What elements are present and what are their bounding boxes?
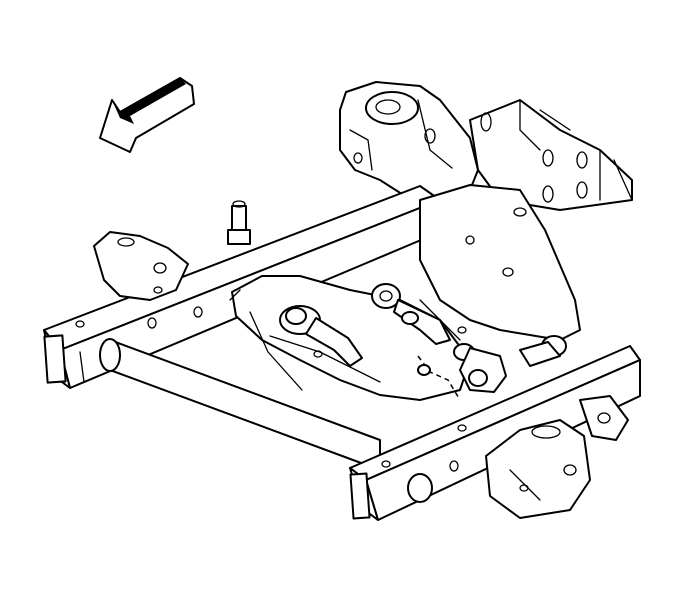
left-mount-bracket [93,200,251,301]
right-frame-rail [349,345,641,521]
rear-crossmember-bracket [339,81,633,211]
right-mount-bracket [485,395,629,519]
cross-tube [99,338,381,471]
control-arm-joints [279,283,567,401]
front-direction-arrow-icon [99,77,195,153]
